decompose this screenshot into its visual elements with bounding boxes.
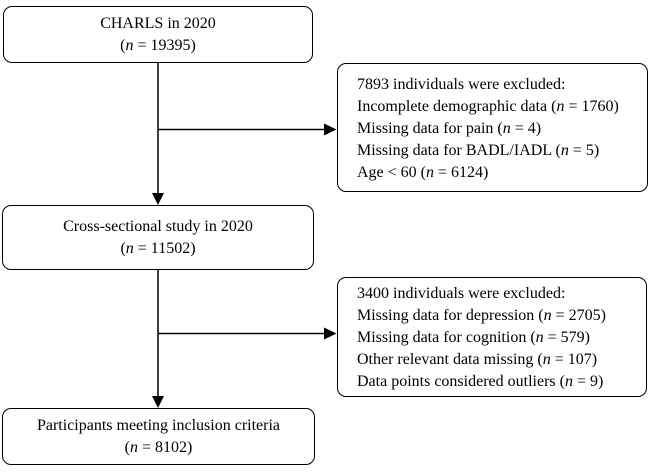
inclusion-box-title: Participants meeting inclusion criteria (36, 416, 281, 434)
charls-box-count: (n = 19395) (120, 36, 196, 54)
exclusion-1-item: Missing data for pain (n = 4) (357, 120, 542, 137)
exclusion-box-1: 7893 individuals were excluded: Incomple… (337, 63, 648, 192)
charls-box-title: CHARLS in 2020 (100, 14, 216, 32)
exclusion-1-title: 7893 individuals were excluded: (357, 76, 566, 93)
cross-sectional-box-count: (n = 11502) (120, 239, 196, 257)
inclusion-box: Participants meeting inclusion criteria … (2, 408, 315, 465)
cross-sectional-box: Cross-sectional study in 2020 (n = 11502… (2, 205, 314, 270)
exclusion-2-item: Missing data for cognition (n = 579) (357, 329, 590, 346)
exclusion-2-item: Data points considered outliers (n = 9) (357, 373, 604, 390)
arrow-to-exclusion-2 (158, 327, 337, 340)
arrow-middle-to-bottom (152, 270, 164, 408)
exclusion-box-2: 3400 individuals were excluded: Missing … (337, 277, 647, 397)
exclusion-1-item: Age < 60 (n = 6124) (357, 164, 489, 181)
exclusion-2-item: Other relevant data missing (n = 107) (357, 351, 598, 368)
arrow-top-to-middle (152, 62, 164, 205)
cross-sectional-box-title: Cross-sectional study in 2020 (63, 217, 253, 235)
inclusion-box-count: (n = 8102) (124, 438, 193, 456)
exclusion-1-item: Incomplete demographic data (n = 1760) (357, 98, 619, 115)
exclusion-1-item: Missing data for BADL/IADL (n = 5) (357, 142, 600, 159)
exclusion-2-title: 3400 individuals were excluded: (357, 285, 566, 302)
arrow-to-exclusion-1 (158, 123, 337, 136)
exclusion-2-item: Missing data for depression (n = 2705) (357, 307, 606, 324)
charls-box: CHARLS in 2020 (n = 19395) (3, 6, 313, 63)
